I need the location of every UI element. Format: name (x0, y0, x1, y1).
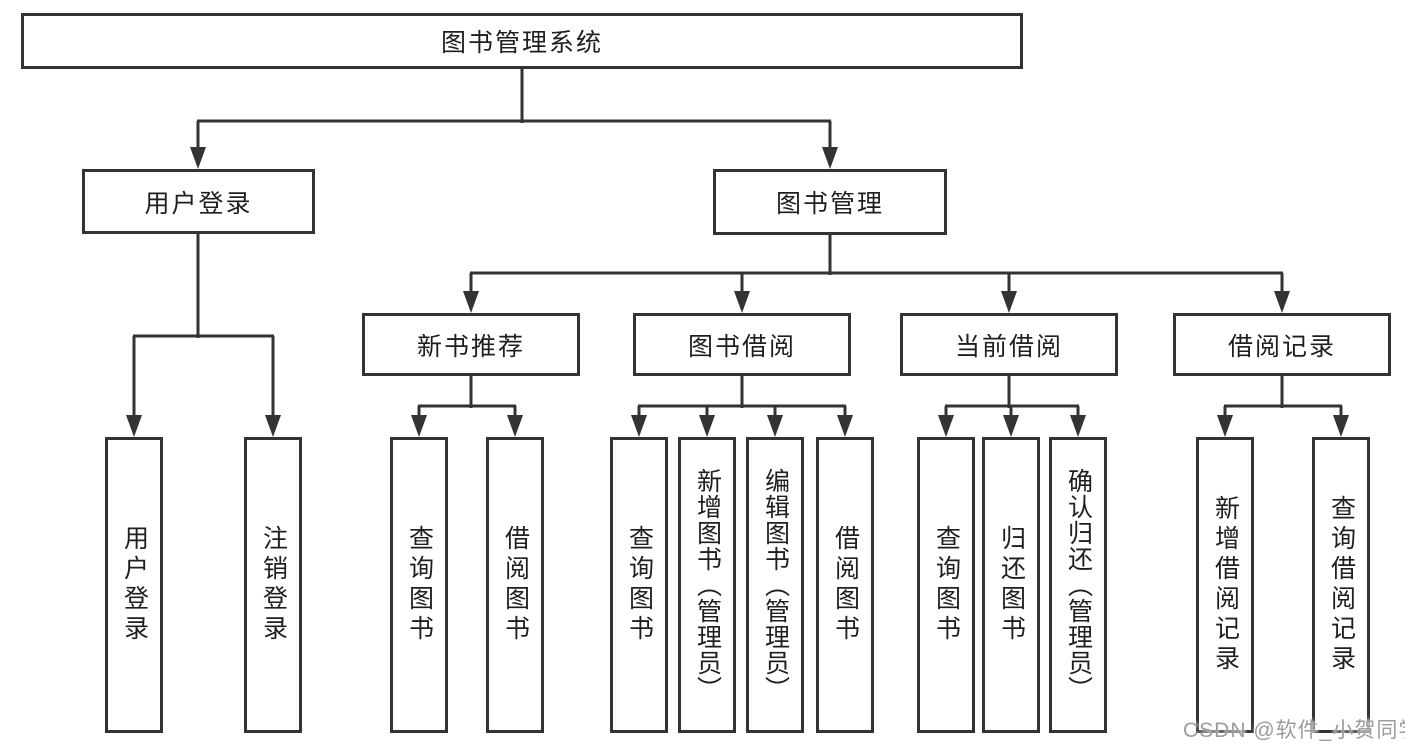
leaf-borrow-books-recommend: 借阅图书 (486, 437, 544, 733)
node-current-borrowing: 当前借阅 (900, 313, 1118, 376)
leaf-edit-books-admin: 编辑图书（管理员） (746, 437, 804, 733)
node-borrowing-records: 借阅记录 (1173, 313, 1391, 376)
arrowhead-down-icon (1070, 415, 1086, 437)
node-book-borrowing: 图书借阅 (633, 313, 851, 376)
arrowhead-down-icon (265, 415, 281, 437)
leaf-confirm-return-admin: 确认归还（管理员） (1049, 437, 1107, 733)
arrowhead-down-icon (190, 147, 206, 169)
leaf-query-books-borrowing: 查询图书 (610, 437, 668, 733)
node-borrowing-records-label: 借阅记录 (1227, 332, 1336, 361)
node-book-management-label: 图书管理 (775, 190, 884, 218)
leaf-query-books-current: 查询图书 (917, 437, 975, 733)
node-book-borrowing-label: 图书借阅 (687, 332, 796, 361)
arrowhead-down-icon (507, 415, 523, 437)
leaf-add-borrow-record: 新增借阅记录 (1196, 437, 1254, 733)
leaf-logout: 注销登录 (244, 437, 302, 733)
leaf-add-books-admin: 新增图书（管理员） (678, 437, 736, 733)
node-current-borrowing-label: 当前借阅 (954, 332, 1063, 361)
arrowhead-down-icon (822, 147, 838, 169)
arrowhead-down-icon (1333, 415, 1349, 437)
leaf-return-books: 归还图书 (982, 437, 1040, 733)
leaf-borrow-books: 借阅图书 (816, 437, 874, 733)
node-new-book-recommend-label: 新书推荐 (416, 332, 525, 361)
node-new-book-recommend: 新书推荐 (362, 313, 580, 376)
arrowhead-down-icon (699, 415, 715, 437)
arrowhead-down-icon (1003, 415, 1019, 437)
node-root: 图书管理系统 (21, 13, 1023, 69)
arrowhead-down-icon (1217, 415, 1233, 437)
arrowhead-down-icon (837, 415, 853, 437)
arrowhead-down-icon (1001, 291, 1017, 313)
leaf-user-login: 用户登录 (105, 437, 163, 733)
node-book-management: 图书管理 (713, 169, 947, 235)
arrowhead-down-icon (734, 291, 750, 313)
arrowhead-down-icon (126, 415, 142, 437)
node-root-label: 图书管理系统 (440, 29, 603, 57)
arrowhead-down-icon (631, 415, 647, 437)
arrowhead-down-icon (938, 415, 954, 437)
arrowhead-down-icon (411, 415, 427, 437)
leaf-query-borrow-record: 查询借阅记录 (1312, 437, 1370, 733)
node-user-login: 用户登录 (82, 169, 315, 234)
arrowhead-down-icon (1274, 291, 1290, 313)
arrowhead-down-icon (463, 291, 479, 313)
node-user-login-label: 用户登录 (144, 189, 253, 218)
leaf-query-books-recommend: 查询图书 (390, 437, 448, 733)
arrowhead-down-icon (767, 415, 783, 437)
csdn-watermark: CSDN @软件_小贺同学 (1183, 719, 1405, 742)
